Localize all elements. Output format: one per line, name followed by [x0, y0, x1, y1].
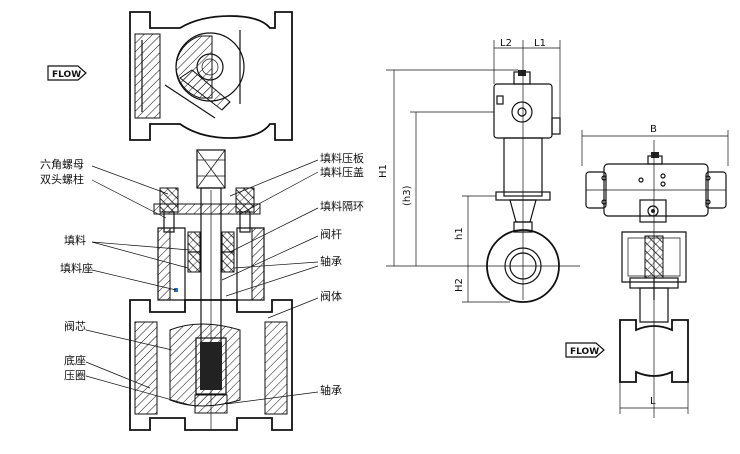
- flow-label-right: FLOW: [570, 347, 599, 357]
- label-packing-spacer: 填料隔环: [320, 199, 364, 213]
- left-labels: 六角螺母 双头螺柱 填料 填料座 阀芯 底座 压圈: [40, 158, 93, 382]
- label-packing-plate: 填料压板: [320, 151, 364, 165]
- label-hex-nut: 六角螺母: [40, 158, 84, 171]
- right-labels: 填料压板 填料压盖 填料隔环 阀杆 轴承 阀体 轴承: [320, 151, 364, 397]
- side-view: L2 L1 H1 (h3) h1 H2: [378, 38, 580, 303]
- left-leaders: [85, 165, 191, 406]
- dim-L: L: [650, 396, 656, 407]
- dim-H1: H1: [378, 164, 389, 178]
- section-view: [129, 149, 293, 431]
- label-body: 阀体: [320, 289, 342, 303]
- flow-arrow-left: FLOW: [47, 65, 87, 81]
- dim-L1: L1: [534, 38, 546, 49]
- dim-h3: (h3): [402, 185, 413, 206]
- flow-label-left: FLOW: [52, 70, 81, 80]
- label-gland-ring: 压圈: [64, 369, 86, 382]
- label-bearing-top: 轴承: [320, 254, 342, 268]
- stem-hole: [196, 53, 224, 81]
- label-packing-cover: 填料压盖: [320, 165, 364, 179]
- top-view: [129, 11, 293, 141]
- label-packing-seat: 填料座: [60, 261, 93, 275]
- label-stud: 双头螺柱: [40, 172, 84, 186]
- label-packing: 填料: [64, 233, 86, 247]
- label-stem: 阀杆: [320, 227, 342, 241]
- dim-B: B: [650, 124, 657, 135]
- label-plug: 阀芯: [64, 319, 86, 333]
- right-leaders: [221, 159, 319, 405]
- flow-arrow-right: FLOW: [565, 342, 605, 358]
- dim-h1: h1: [454, 227, 465, 240]
- label-base: 底座: [64, 353, 86, 367]
- dim-H2: H2: [454, 278, 465, 292]
- label-bearing-bottom: 轴承: [320, 383, 342, 397]
- front-view: B L: [581, 124, 729, 418]
- dim-L2: L2: [500, 38, 512, 49]
